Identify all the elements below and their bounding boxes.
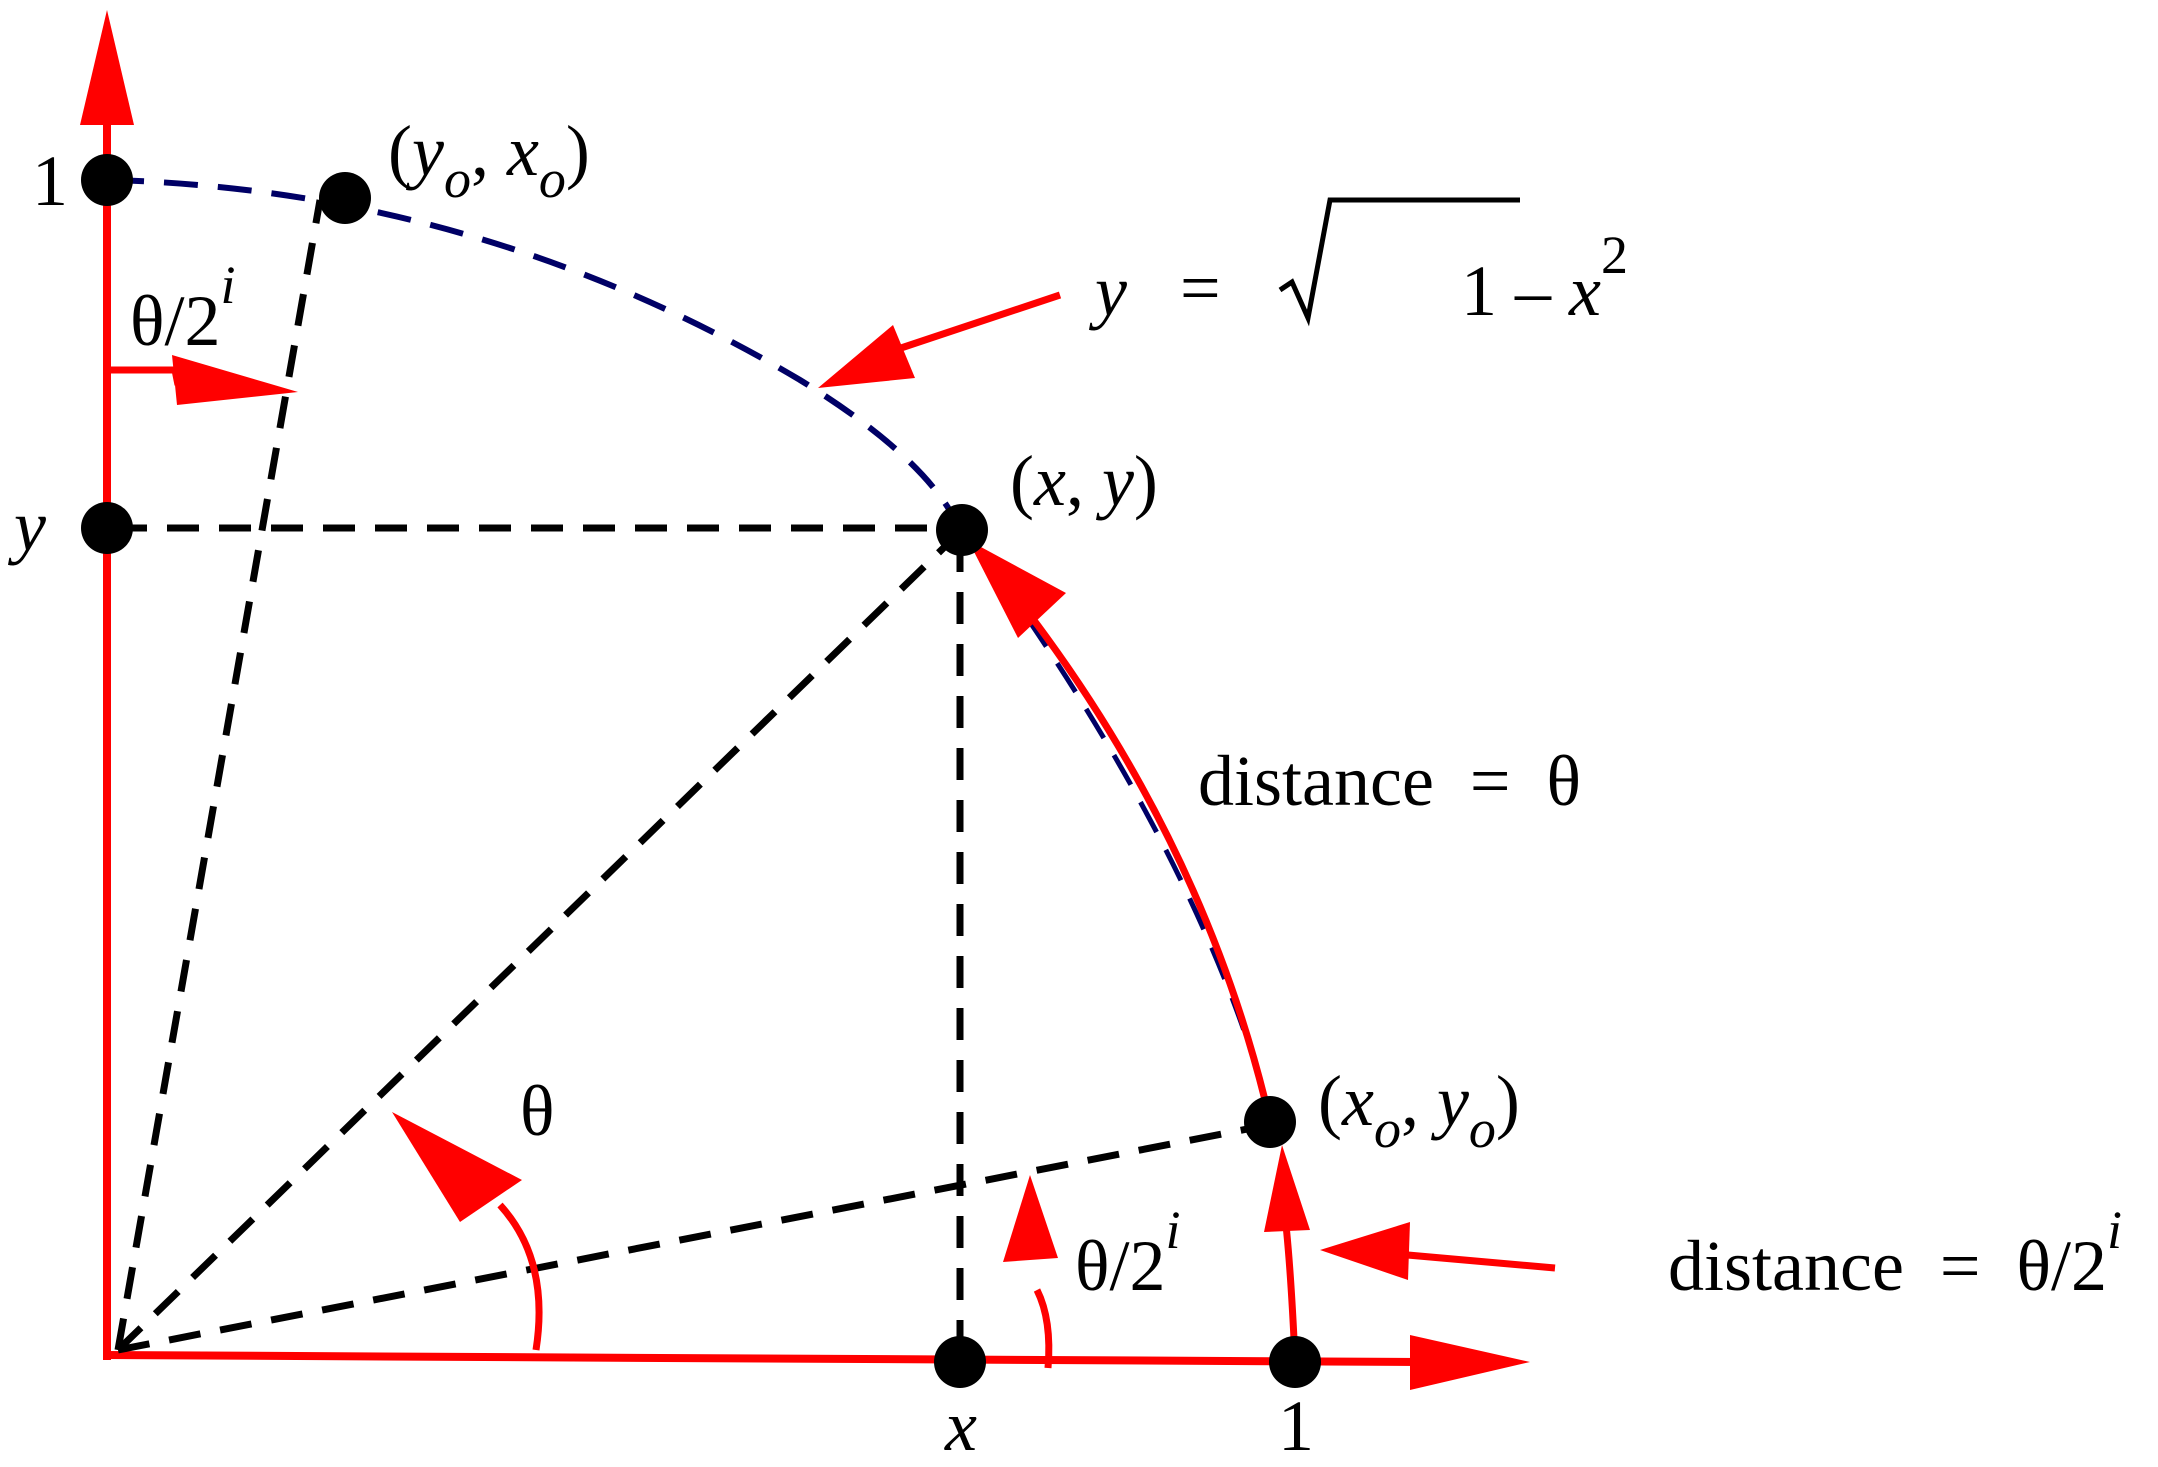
arc-angle-theta xyxy=(497,1202,543,1351)
sqrt-symbol xyxy=(1278,197,1520,327)
arc-angle-bottom xyxy=(1033,1288,1053,1369)
arrowhead-angle-bottom xyxy=(1003,1175,1058,1262)
angle-theta-label: θ xyxy=(520,1071,555,1151)
axes xyxy=(80,10,1530,1390)
point-y-axis-one xyxy=(81,154,133,206)
point-yoxo-label: (yo, xo) xyxy=(388,111,590,209)
arrowhead-distance-theta xyxy=(968,540,1066,638)
x-axis-x-label: x xyxy=(944,1386,977,1466)
arrowhead-distance-small xyxy=(1264,1145,1310,1232)
arrowhead-angle-top xyxy=(172,355,298,405)
arrowheads xyxy=(172,325,1410,1280)
radius-to-xy xyxy=(115,527,965,1353)
y-axis-y-label: y xyxy=(7,486,46,566)
distance-small-label: distance = θ/2i xyxy=(1578,1184,2158,1306)
distance-theta-label: distance = θ xyxy=(1198,741,1581,821)
point-yoxo xyxy=(319,172,371,224)
point-x-axis-one xyxy=(1269,1336,1321,1388)
angle-bottom-label: θ/2i xyxy=(1075,1200,1181,1306)
point-xy-label: (x, y) xyxy=(1010,441,1158,521)
x-axis-line xyxy=(106,1351,1421,1366)
unit-circle-arc xyxy=(109,177,963,532)
equation-radicand: 1 – x2 xyxy=(1335,209,1718,331)
equation-lhs: y xyxy=(1088,251,1127,331)
x-axis-one-label: 1 xyxy=(1278,1386,1314,1466)
radius-to-xoyo xyxy=(117,1121,1269,1354)
arc-distance-theta xyxy=(1027,612,1269,1101)
x-axis-arrowhead xyxy=(1410,1335,1530,1390)
radius-to-yoxo xyxy=(114,199,324,1351)
point-xoyo xyxy=(1244,1096,1296,1148)
arc-angle-top xyxy=(110,366,182,386)
point-xy xyxy=(936,504,988,556)
y-axis-one-label: 1 xyxy=(32,141,68,221)
y-axis-arrowhead xyxy=(80,10,134,125)
point-y-axis-y xyxy=(81,502,133,554)
pointer-line-distance-small xyxy=(1384,1249,1556,1272)
circle-equation: y = 1 – x2 xyxy=(1088,197,1718,331)
pointer-line-equation xyxy=(878,291,1062,359)
angle-top-label: θ/2i xyxy=(130,255,236,361)
construction-lines xyxy=(114,199,1269,1354)
point-x-axis-x xyxy=(934,1336,986,1388)
arrowhead-equation-pointer xyxy=(818,325,915,388)
equation-equals: = xyxy=(1180,248,1221,328)
arrowhead-distance-small-pointer xyxy=(1320,1222,1410,1280)
point-xoyo-label: (xo, yo) xyxy=(1318,1061,1520,1159)
points xyxy=(81,154,1321,1388)
arrowhead-angle-theta xyxy=(392,1112,522,1222)
rotation-arrows xyxy=(110,291,1556,1369)
